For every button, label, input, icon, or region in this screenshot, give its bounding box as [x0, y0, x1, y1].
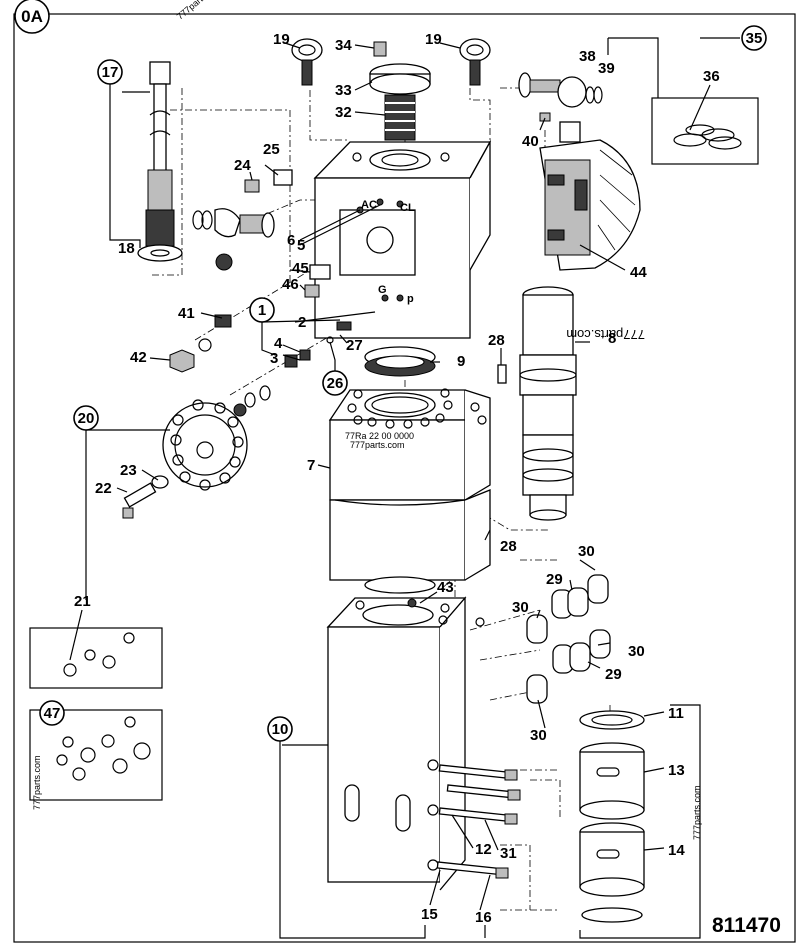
svg-text:10: 10	[272, 721, 289, 738]
svg-text:13: 13	[668, 762, 685, 779]
callout-10: 10	[267, 716, 293, 742]
svg-text:777parts.com: 777parts.com	[32, 755, 42, 810]
svg-text:0A: 0A	[21, 7, 43, 26]
svg-text:29: 29	[605, 666, 622, 683]
seal-kit-box-47	[29, 709, 163, 801]
svg-text:7: 7	[307, 457, 315, 474]
svg-text:777parts.com: 777parts.com	[350, 440, 405, 450]
svg-text:77Ra 22 00 0000: 77Ra 22 00 0000	[345, 431, 414, 441]
svg-text:45: 45	[292, 260, 309, 277]
svg-text:p: p	[407, 293, 414, 305]
svg-text:29: 29	[546, 571, 563, 588]
svg-text:28: 28	[488, 332, 505, 349]
svg-text:5: 5	[297, 237, 305, 254]
svg-text:23: 23	[120, 462, 137, 479]
svg-text:38: 38	[579, 48, 596, 65]
svg-text:19: 19	[425, 31, 442, 48]
svg-text:44: 44	[630, 264, 647, 281]
eyebolt-left	[291, 38, 323, 86]
svg-text:40: 40	[522, 133, 539, 150]
svg-text:31: 31	[500, 845, 517, 862]
elbow-fitting-38	[518, 72, 603, 143]
svg-text:24: 24	[234, 157, 251, 174]
svg-text:27: 27	[346, 337, 363, 354]
callout-26: 26	[322, 370, 348, 396]
eyebolt-right	[459, 38, 491, 86]
svg-text:777parts.com: 777parts.com	[692, 785, 702, 840]
corner-label: 0A	[14, 0, 50, 34]
svg-text:9: 9	[457, 353, 465, 370]
callout-labels: 17 35 1 26 20 10 47 19 34 19 38 39 36 33…	[39, 25, 767, 926]
svg-text:36: 36	[703, 68, 720, 85]
callout-20: 20	[73, 405, 99, 431]
svg-text:16: 16	[475, 909, 492, 926]
svg-text:28: 28	[500, 538, 517, 555]
svg-text:46: 46	[282, 276, 299, 293]
pin-28-upper	[497, 364, 507, 384]
svg-text:17: 17	[102, 64, 119, 81]
bolts-12-31	[436, 764, 521, 879]
svg-text:30: 30	[530, 727, 547, 744]
seal-kit-box-36	[651, 97, 759, 165]
front-head-block-10	[326, 596, 485, 891]
svg-text:6: 6	[287, 232, 295, 249]
svg-text:25: 25	[263, 141, 280, 158]
piston-8	[519, 286, 577, 521]
svg-text:4: 4	[274, 335, 283, 352]
svg-text:15: 15	[421, 906, 438, 923]
svg-text:30: 30	[628, 643, 645, 660]
front-bushings	[579, 710, 645, 923]
svg-text:26: 26	[327, 375, 344, 392]
callout-35: 35	[741, 25, 767, 51]
svg-text:41: 41	[178, 305, 195, 322]
svg-text:G: G	[378, 284, 387, 296]
svg-text:22: 22	[95, 480, 112, 497]
svg-text:32: 32	[335, 104, 352, 121]
retaining-ring-9	[364, 346, 436, 377]
svg-text:47: 47	[44, 705, 61, 722]
accumulator-20	[122, 399, 248, 519]
callout-17: 17	[97, 59, 123, 85]
upper-housing-block: AC CL G p	[313, 139, 492, 339]
svg-text:42: 42	[130, 349, 147, 366]
drawing-number: 811470	[712, 914, 781, 937]
svg-text:777parts.com: 777parts.com	[175, 0, 223, 22]
svg-text:33: 33	[335, 82, 352, 99]
svg-text:14: 14	[668, 842, 685, 859]
svg-text:1: 1	[258, 302, 266, 319]
screw-34	[373, 41, 387, 57]
svg-text:19: 19	[273, 31, 290, 48]
spring-32	[384, 94, 416, 141]
svg-text:12: 12	[475, 841, 492, 858]
cover-plate-33	[369, 63, 431, 95]
seal-kit-box-21	[29, 627, 163, 689]
cylinder-body-7: 77Ra 22 00 0000	[328, 388, 491, 594]
callout-leaders	[69, 37, 740, 939]
svg-text:18: 18	[118, 240, 135, 257]
svg-text:43: 43	[437, 579, 454, 596]
svg-text:8: 8	[608, 330, 616, 347]
buffers-29-30	[526, 574, 611, 704]
sheet-border	[13, 13, 796, 943]
svg-text:30: 30	[578, 543, 595, 560]
callout-47: 47	[39, 700, 65, 726]
svg-text:3: 3	[270, 350, 278, 367]
svg-text:39: 39	[598, 60, 615, 77]
svg-text:21: 21	[74, 593, 91, 610]
svg-text:2: 2	[298, 314, 306, 331]
svg-text:CL: CL	[400, 202, 415, 214]
svg-text:20: 20	[78, 410, 95, 427]
svg-text:34: 34	[335, 37, 352, 54]
svg-text:30: 30	[512, 599, 529, 616]
svg-text:777parts.com: 777parts.com	[566, 327, 645, 342]
tie-rod-assembly	[137, 61, 183, 262]
callout-1: 1	[249, 297, 275, 323]
svg-text:AC: AC	[361, 199, 377, 211]
svg-text:11: 11	[668, 705, 684, 722]
svg-text:35: 35	[746, 30, 763, 47]
cutaway-detail-44	[539, 139, 641, 271]
